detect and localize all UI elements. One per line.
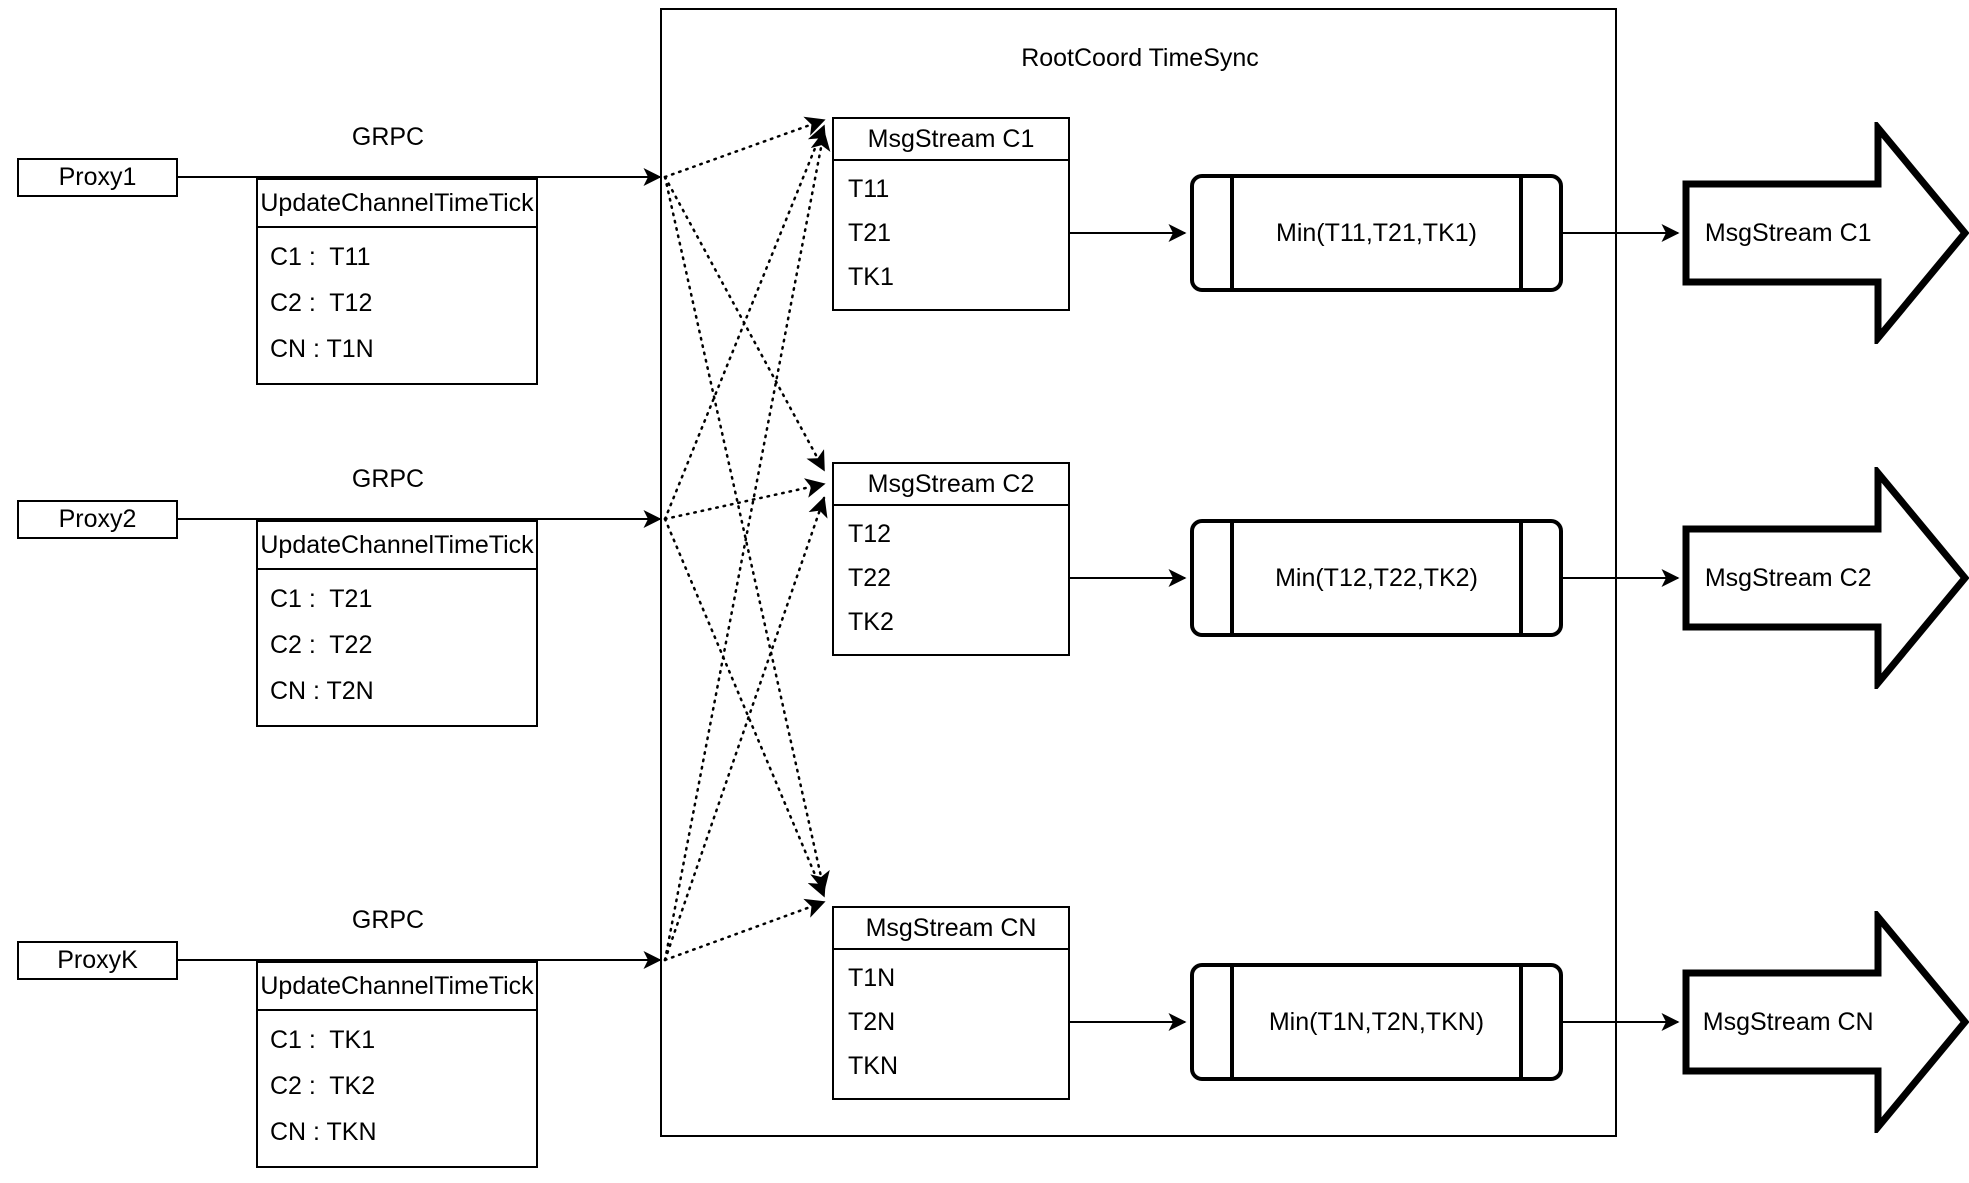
msgstream-body: T11 T21 TK1 [834,161,1068,309]
msgstream-row: T2N [848,1007,896,1036]
msgstream-header: MsgStream CN [834,908,1068,950]
table-body: C1 : TK1 C2 : TK2 CN : TKN [258,1011,536,1166]
table-row: C2 : T12 [270,288,373,317]
grpc-label-1: GRPC [351,123,425,151]
output-block-arrow-cn: MsgStream CN [1682,911,1969,1133]
min-process-cn: Min(T1N,T2N,TKN) [1190,963,1563,1081]
proxy-label: Proxy1 [58,163,137,191]
table-header: UpdateChannelTimeTick [258,963,536,1011]
msgstream-body: T1N T2N TKN [834,950,1068,1098]
table-row: C2 : TK2 [270,1071,376,1100]
output-block-arrow-c1: MsgStream C1 [1682,122,1969,344]
table-row: CN : TKN [270,1118,377,1147]
msgstream-table-cn: MsgStream CN T1N T2N TKN [832,906,1070,1100]
msgstream-row: T11 [848,174,890,203]
output-label: MsgStream C2 [1704,563,1872,592]
min-label: Min(T12,T22,TK2) [1275,563,1478,592]
table-header: UpdateChannelTimeTick [258,522,536,570]
output-label: MsgStream CN [1702,1007,1874,1036]
min-process-c1: Min(T11,T21,TK1) [1190,174,1563,292]
table-row: C1 : T11 [270,242,371,271]
msgstream-table-c2: MsgStream C2 T12 T22 TK2 [832,462,1070,656]
container-title: RootCoord TimeSync [1021,44,1259,72]
msgstream-body: T12 T22 TK2 [834,506,1068,654]
table-row: C2 : T22 [270,630,373,659]
proxy-label: Proxy2 [58,505,137,533]
min-label: Min(T1N,T2N,TKN) [1268,1007,1485,1036]
msgstream-row: TK2 [848,607,894,636]
table-body: C1 : T21 C2 : T22 CN : T2N [258,570,536,725]
msgstream-table-c1: MsgStream C1 T11 T21 TK1 [832,117,1070,311]
table-row: CN : T2N [270,677,374,706]
msgstream-row: T1N [848,963,896,992]
update-channel-timetick-table-2: UpdateChannelTimeTick C1 : T21 C2 : T22 … [256,520,538,727]
table-row: C1 : T21 [270,584,373,613]
msgstream-row: T22 [848,563,892,592]
table-row: C1 : TK1 [270,1025,376,1054]
output-label: MsgStream C1 [1704,218,1872,247]
msgstream-row: T21 [848,218,892,247]
proxy-box-1[interactable]: Proxy1 [17,158,178,197]
msgstream-row: TK1 [848,262,894,291]
rootcoord-timesync-container [660,8,1617,1137]
output-block-arrow-c2: MsgStream C2 [1682,467,1969,689]
table-row: CN : T1N [270,335,374,364]
msgstream-header: MsgStream C2 [834,464,1068,506]
min-process-c2: Min(T12,T22,TK2) [1190,519,1563,637]
table-body: C1 : T11 C2 : T12 CN : T1N [258,228,536,383]
proxy-label: ProxyK [57,946,138,974]
msgstream-row: T12 [848,519,892,548]
min-label: Min(T11,T21,TK1) [1276,218,1477,247]
grpc-label-3: GRPC [351,906,425,934]
proxy-box-2[interactable]: Proxy2 [17,500,178,539]
update-channel-timetick-table-1: UpdateChannelTimeTick C1 : T11 C2 : T12 … [256,178,538,385]
table-header: UpdateChannelTimeTick [258,180,536,228]
proxy-box-3[interactable]: ProxyK [17,941,178,980]
msgstream-header: MsgStream C1 [834,119,1068,161]
msgstream-row: TKN [848,1051,898,1080]
grpc-label-2: GRPC [351,465,425,493]
update-channel-timetick-table-3: UpdateChannelTimeTick C1 : TK1 C2 : TK2 … [256,961,538,1168]
